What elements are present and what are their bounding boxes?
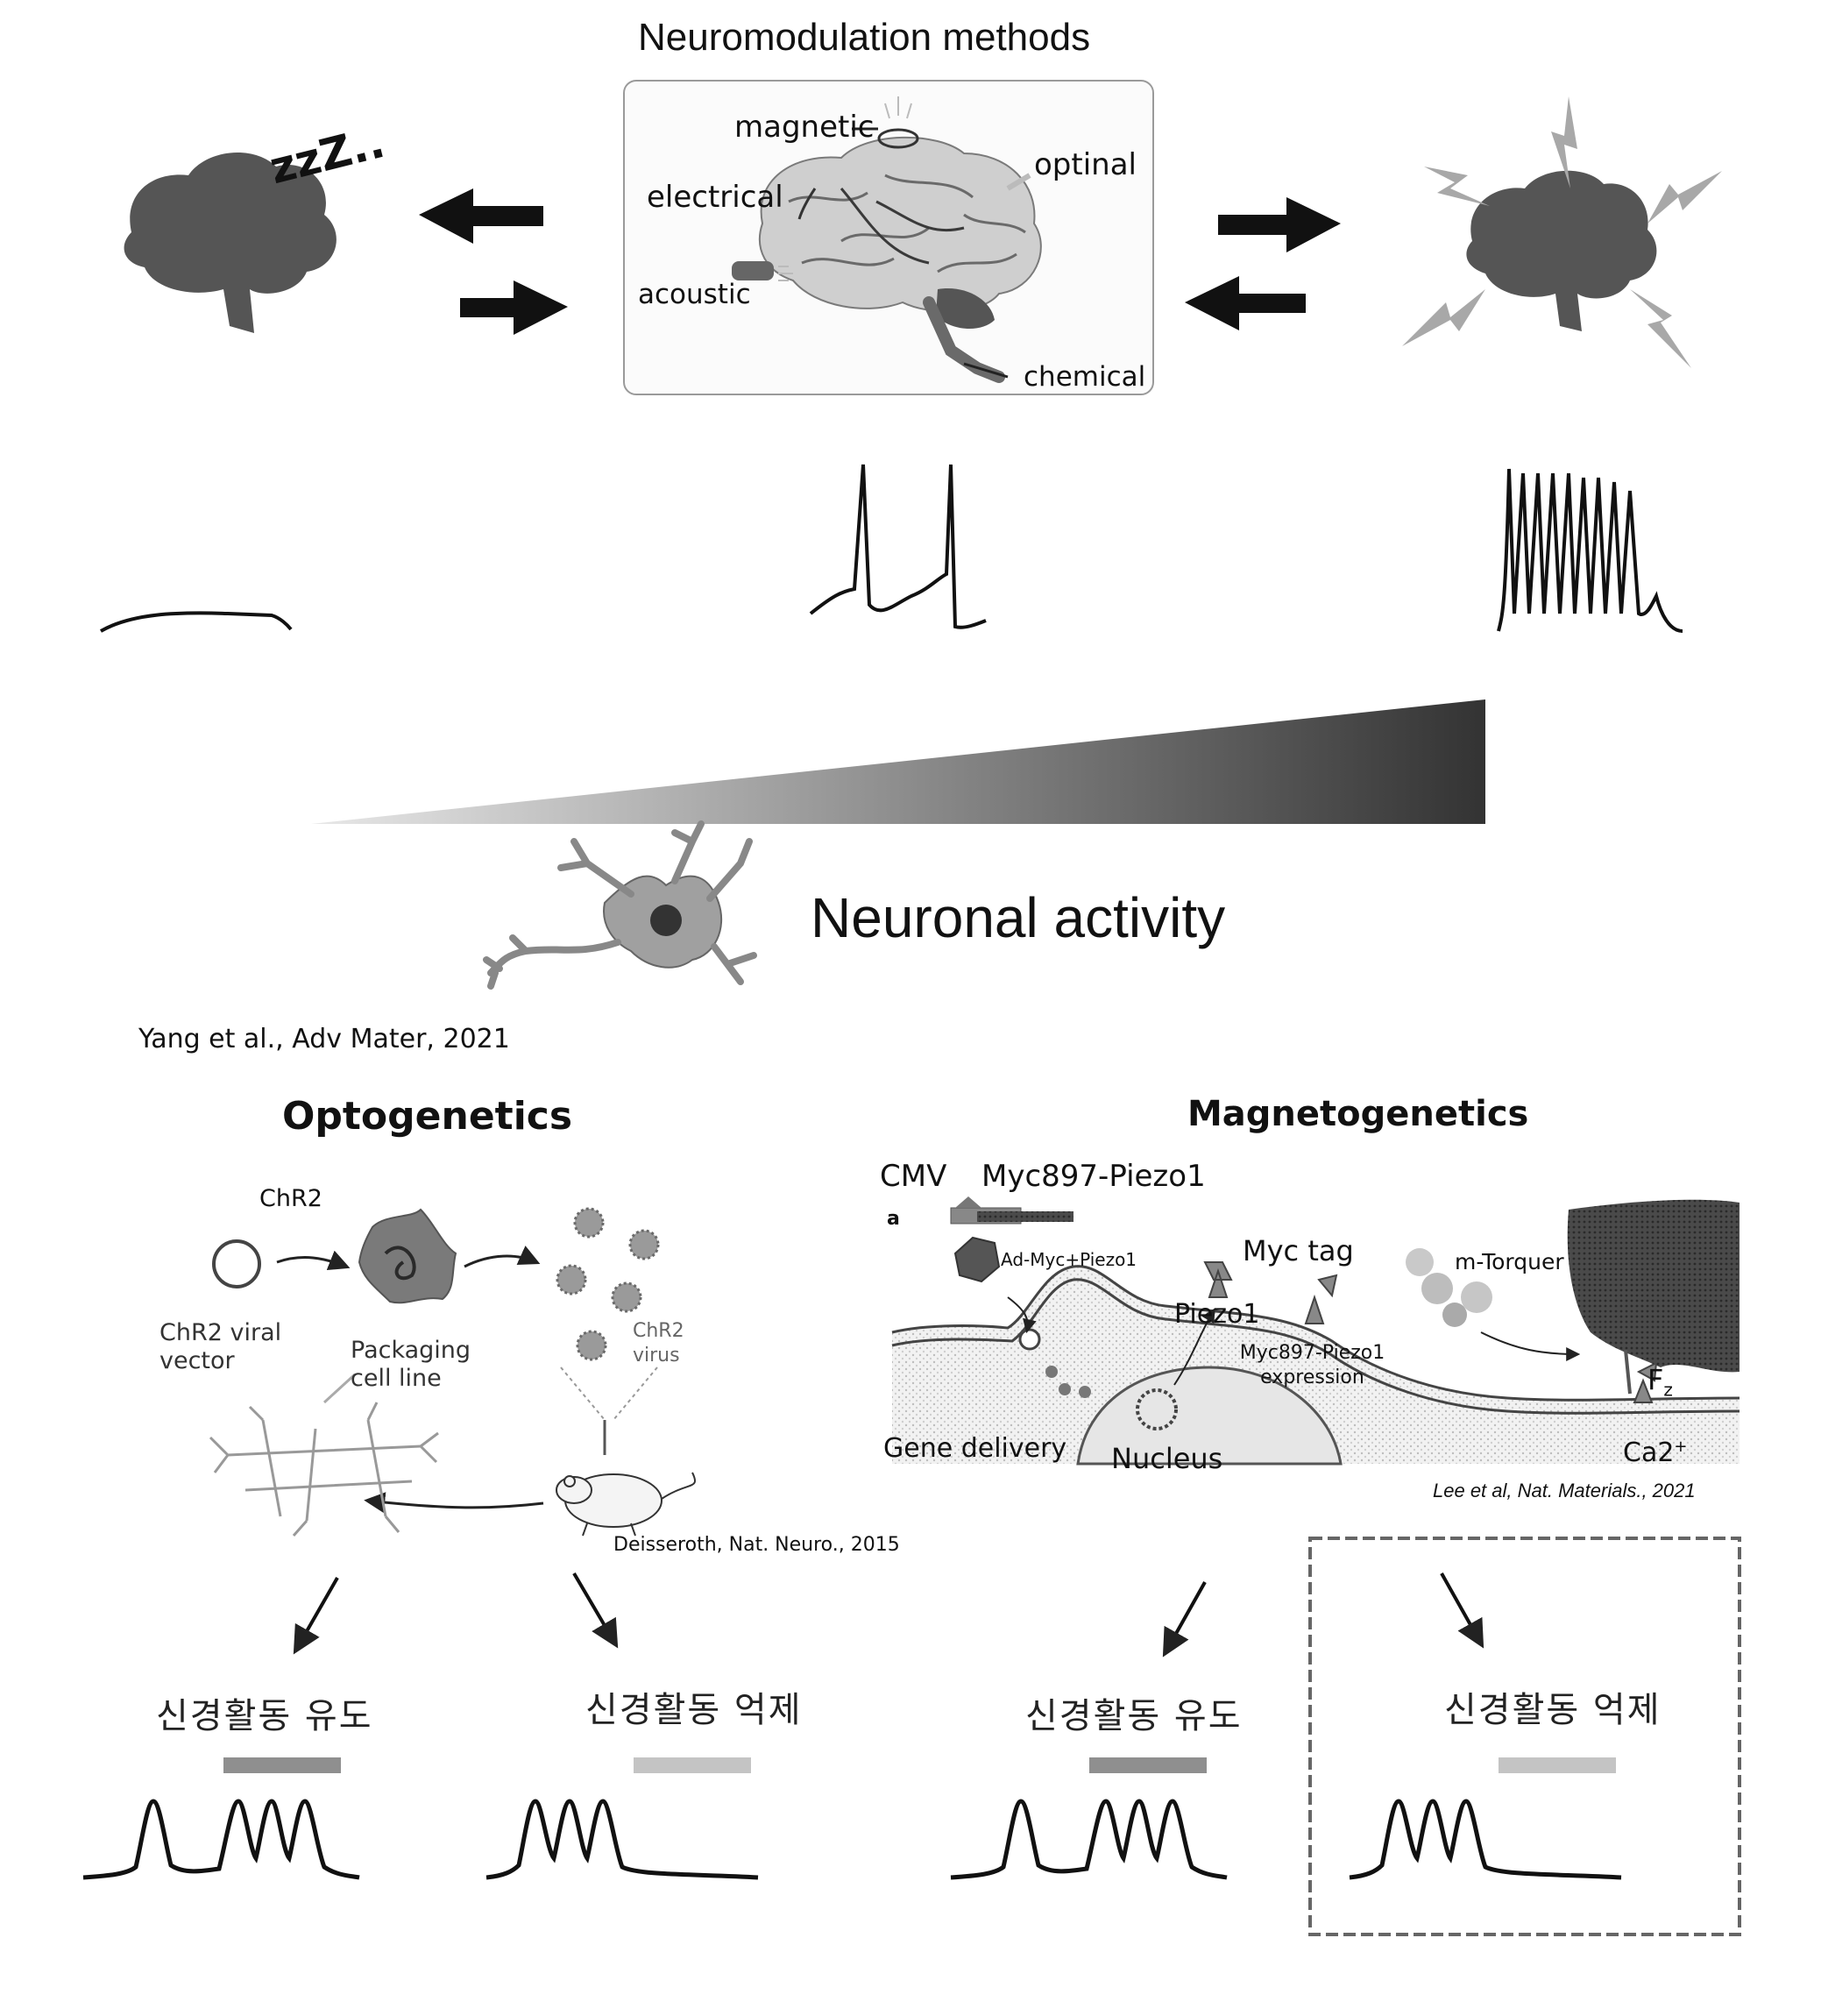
- arrow-opto-induce: [296, 1578, 337, 1650]
- chr2-virus-label: ChR2 virus: [633, 1319, 712, 1368]
- methods-title: Neuromodulation methods: [638, 16, 1090, 60]
- panel-letter: a: [887, 1208, 900, 1230]
- citation-deisseroth: Deisseroth, Nat. Neuro., 2015: [613, 1534, 900, 1556]
- acoustic-transducer-icon: [732, 261, 774, 280]
- magnetogenetics-title: Magnetogenetics: [1187, 1094, 1528, 1134]
- method-electrical: electrical: [647, 180, 783, 215]
- force-subscript: z: [1663, 1379, 1673, 1400]
- trace-opto-induce: [83, 1801, 359, 1878]
- arrow-right-pair: [1185, 197, 1341, 330]
- arrow-right-icon-2: [1218, 197, 1341, 252]
- construct-bar: [951, 1196, 1073, 1224]
- optogenetics-title: Optogenetics: [282, 1094, 572, 1139]
- method-optinal: optinal: [1034, 147, 1137, 182]
- stim-bar-opto-inhibit: [634, 1757, 751, 1773]
- stim-bar-opto-induce: [223, 1757, 341, 1773]
- ad-myc-label: Ad-Myc+Piezo1: [1001, 1249, 1137, 1270]
- chr2-label: ChR2: [259, 1185, 322, 1212]
- chr2-vector-icon: [214, 1241, 259, 1287]
- mouse-icon: [556, 1473, 695, 1536]
- label-opto-induce: 신경활동 유도: [156, 1687, 373, 1738]
- calcium-label: Ca2+: [1623, 1437, 1688, 1468]
- activity-wedge: [311, 699, 1485, 824]
- citation-yang: Yang et al., Adv Mater, 2021: [138, 1024, 510, 1054]
- force-label: Fz: [1647, 1363, 1673, 1400]
- label-magneto-inhibit: 신경활동 억제: [1444, 1681, 1662, 1732]
- method-magnetic: magnetic: [734, 110, 874, 145]
- trace-opto-inhibit: [486, 1801, 758, 1878]
- arrow-right-icon: [460, 280, 568, 335]
- burst-trace: [1499, 469, 1683, 631]
- calcium-charge: +: [1674, 1437, 1687, 1456]
- neuron-icon: [486, 824, 754, 986]
- citation-lee: Lee et al, Nat. Materials., 2021: [1433, 1480, 1696, 1502]
- gene-delivery-label: Gene delivery: [883, 1433, 1066, 1464]
- trace-magneto-induce: [951, 1801, 1227, 1878]
- flat-trace: [101, 613, 291, 631]
- method-chemical: chemical: [1024, 361, 1145, 393]
- calcium-symbol: Ca2: [1623, 1437, 1674, 1468]
- myc-tag-label: Myc tag: [1243, 1234, 1354, 1267]
- packaging-cell-icon: [359, 1210, 456, 1303]
- cmv-label: CMV: [880, 1159, 946, 1194]
- neurons-network-icon: [210, 1402, 438, 1536]
- force-symbol: F: [1647, 1363, 1663, 1396]
- arrow-left-icon-2: [1185, 276, 1306, 330]
- stim-bar-magneto-inhibit: [1499, 1757, 1616, 1773]
- arrow-magneto-inhibit: [1442, 1573, 1481, 1643]
- arrow-magneto-induce: [1166, 1582, 1205, 1652]
- label-opto-inhibit: 신경활동 억제: [585, 1681, 803, 1732]
- two-spike-trace: [811, 465, 986, 628]
- trace-magneto-inhibit: [1350, 1801, 1621, 1878]
- label-magneto-induce: 신경활동 유도: [1025, 1687, 1243, 1738]
- neuronal-activity-label: Neuronal activity: [811, 885, 1225, 950]
- expression-label: Myc897-Piezo1 expression: [1236, 1341, 1389, 1390]
- excited-brain-icon: [1402, 96, 1722, 368]
- stim-bar-magneto-induce: [1089, 1757, 1207, 1773]
- arrow-left-icon: [419, 188, 543, 244]
- piezo1-label: Piezo1: [1174, 1299, 1259, 1330]
- method-acoustic: acoustic: [638, 279, 751, 310]
- chr2-vector-label: ChR2 viral vector: [159, 1319, 300, 1375]
- construct-label: Myc897-Piezo1: [981, 1159, 1206, 1194]
- m-torquer-label: m-Torquer: [1455, 1249, 1564, 1274]
- nucleus-label: Nucleus: [1111, 1442, 1222, 1475]
- arrow-opto-inhibit: [574, 1573, 615, 1643]
- packaging-label: Packaging cell line: [351, 1337, 508, 1393]
- arrow-left-pair: [419, 188, 568, 335]
